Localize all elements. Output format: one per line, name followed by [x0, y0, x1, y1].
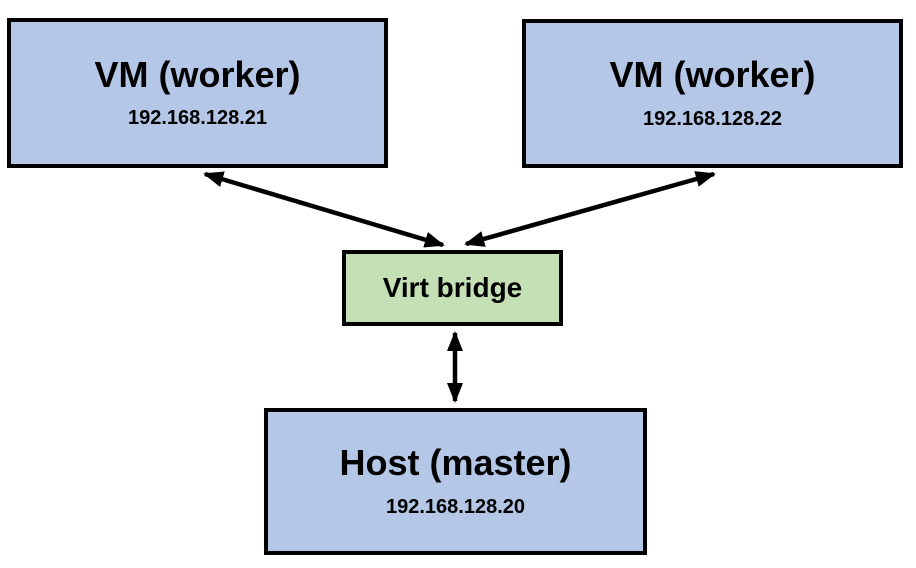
node-vm-worker-1: VM (worker) 192.168.128.21 [7, 18, 388, 168]
node-title: Host (master) [339, 442, 572, 484]
edge-vm2-to-bridge [464, 171, 716, 247]
node-virt-bridge: Virt bridge [342, 250, 563, 326]
edge-vm1-to-bridge [203, 171, 445, 248]
node-title: VM (worker) [609, 54, 816, 96]
node-ip-address: 192.168.128.22 [642, 107, 783, 130]
node-vm-worker-2: VM (worker) 192.168.128.22 [522, 19, 903, 168]
node-title: VM (worker) [94, 53, 301, 95]
node-title: Virt bridge [382, 272, 523, 304]
node-ip-address: 192.168.128.21 [127, 107, 268, 130]
node-ip-address: 192.168.128.20 [385, 495, 526, 518]
node-host-master: Host (master) 192.168.128.20 [264, 408, 647, 555]
